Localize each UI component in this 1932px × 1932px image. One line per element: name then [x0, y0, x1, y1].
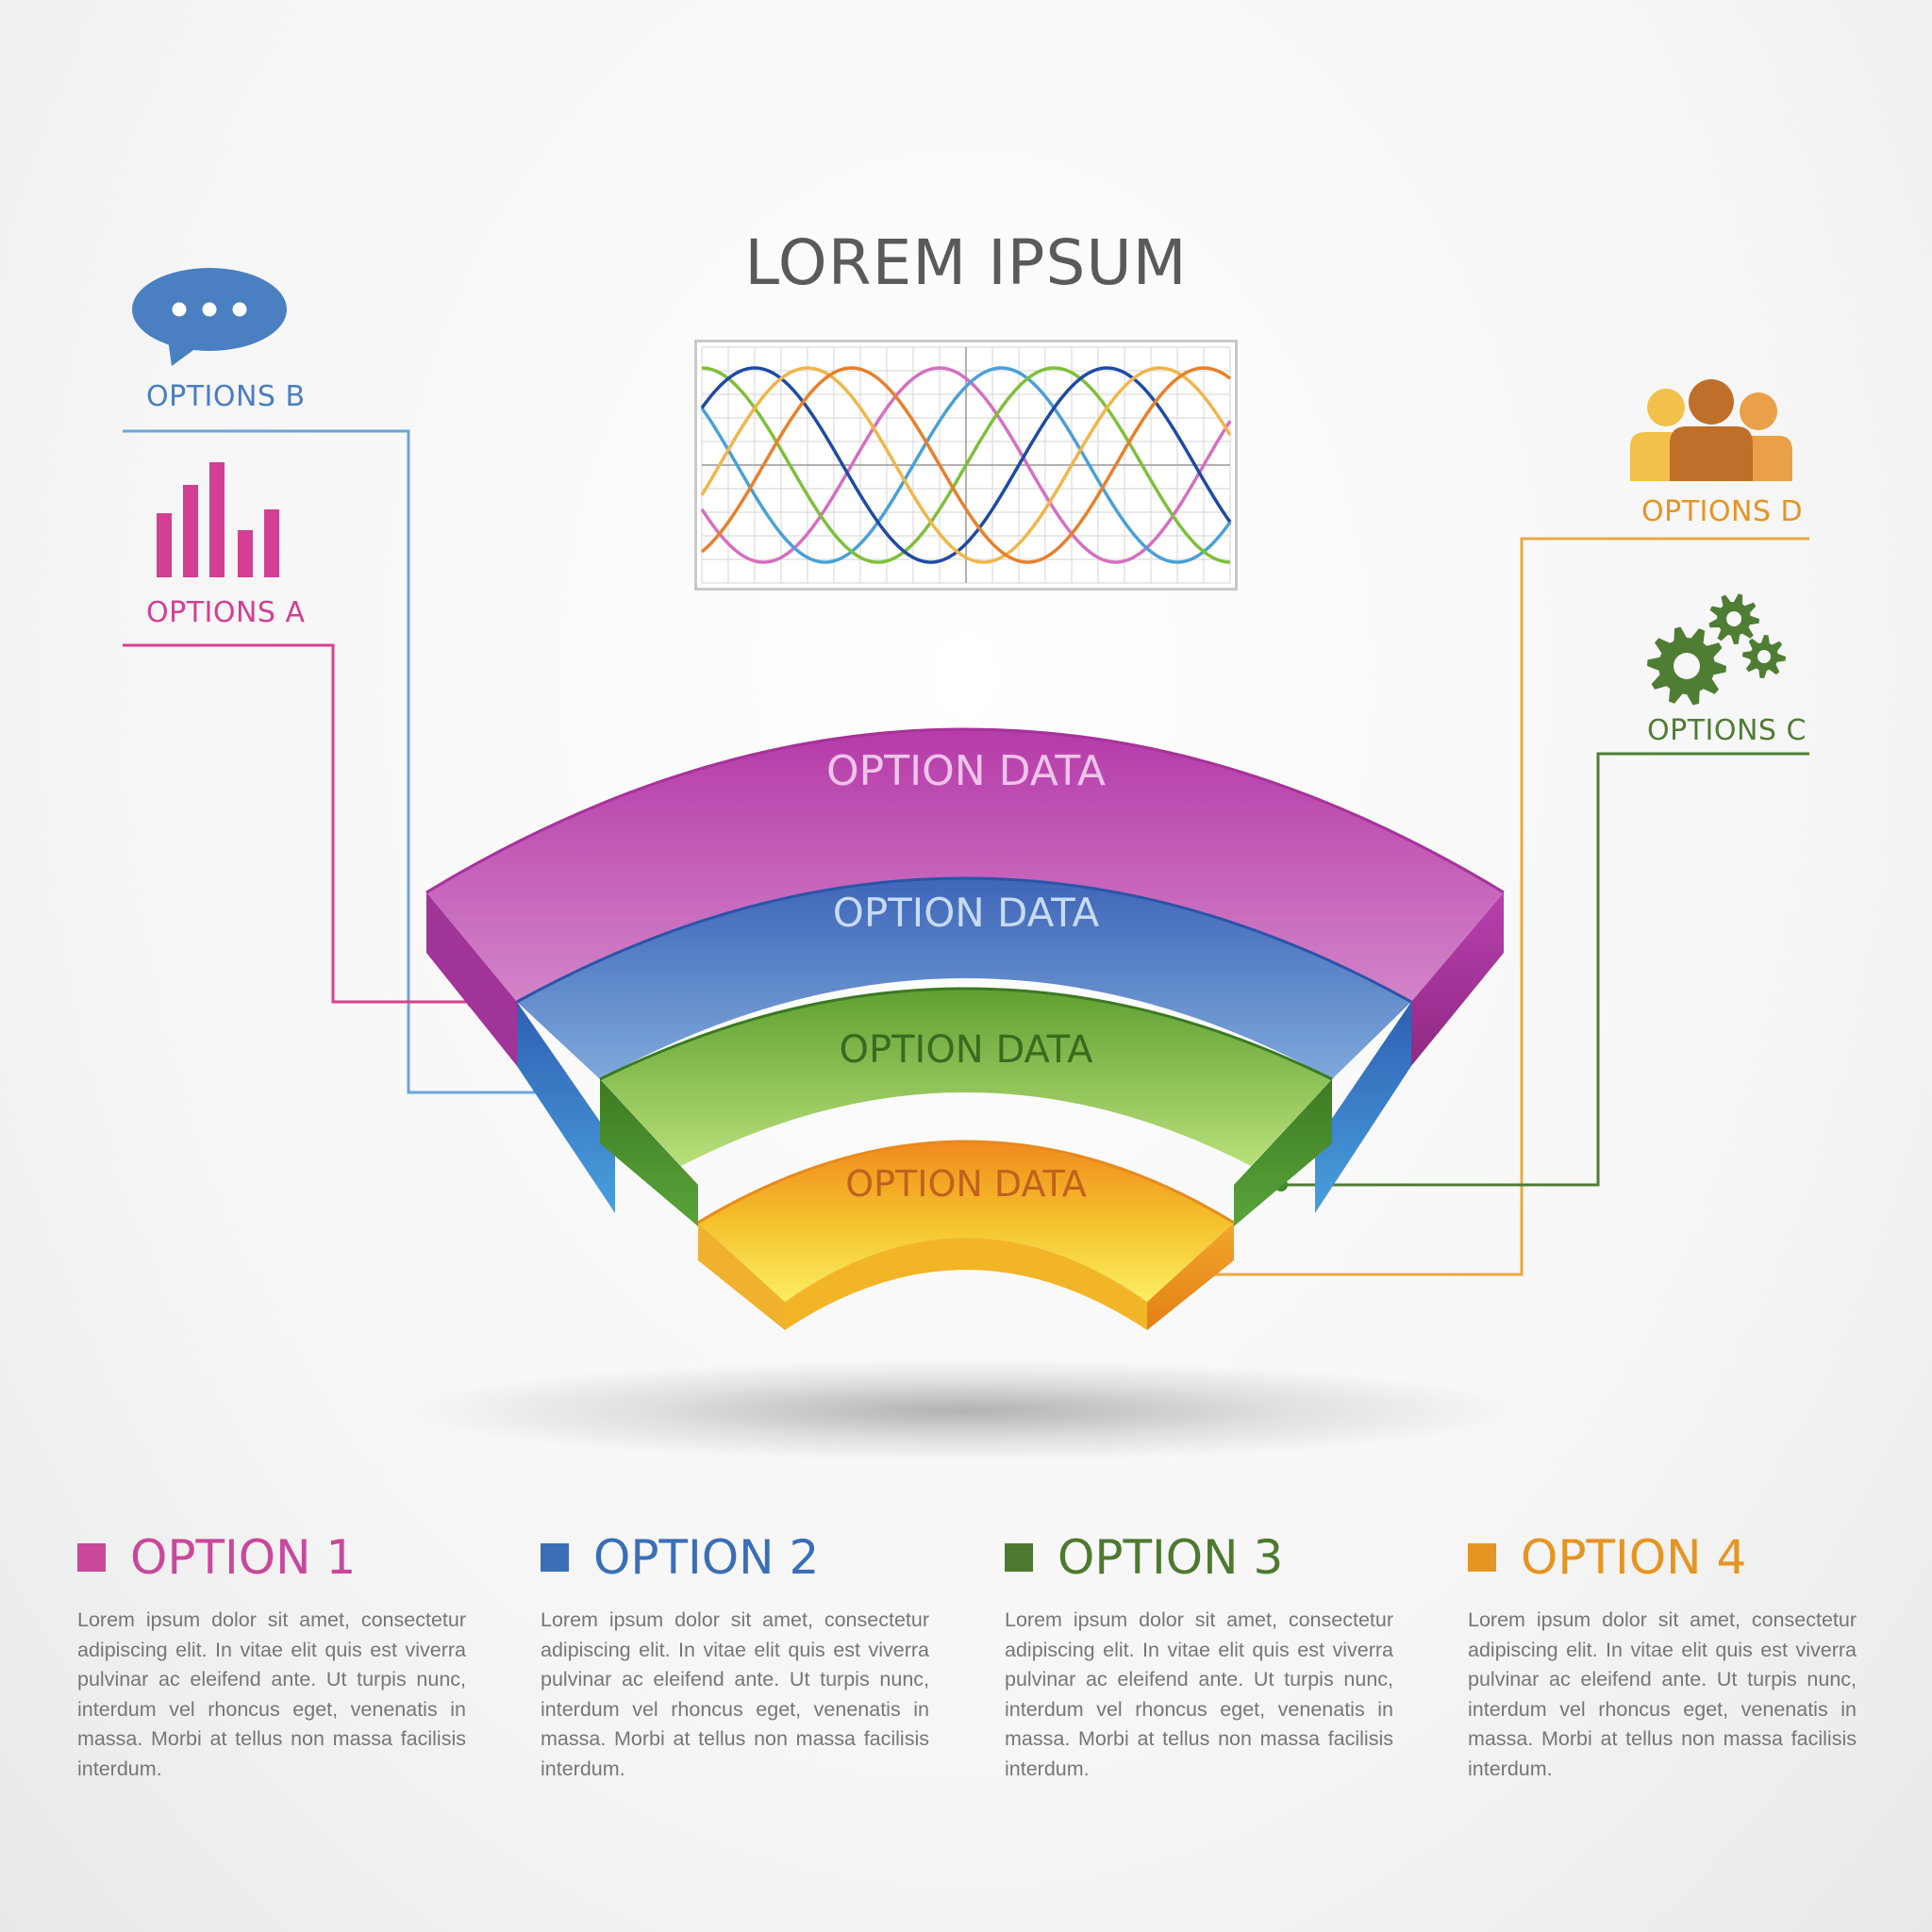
option-4: OPTION 4 Lorem ipsum dolor sit amet, con… [1468, 1530, 1857, 1784]
option-4-title: OPTION 4 [1521, 1530, 1747, 1585]
chart-wave-1 [700, 366, 1232, 564]
option-4-text: Lorem ipsum dolor sit amet, consectetur … [1468, 1608, 1857, 1780]
connector-options-a [123, 643, 474, 1004]
connector-options-d [1191, 537, 1809, 1276]
option-1-swatch [77, 1543, 106, 1572]
people-icon [1630, 379, 1792, 481]
arc-band-blue-top [517, 878, 1411, 1079]
chart-wave-2 [700, 366, 1232, 564]
option-2-title: OPTION 2 [593, 1530, 820, 1585]
options-c-label: OPTIONS C [1647, 714, 1807, 747]
bar-chart-icon [157, 462, 279, 577]
arc-band-pink-top [426, 729, 1504, 1002]
arc-label-green: OPTION DATA [839, 1028, 1093, 1072]
arc-label-pink: OPTION DATA [826, 747, 1106, 795]
arc-band-green [599, 987, 1333, 1226]
option-3-text: Lorem ipsum dolor sit amet, consectetur … [1005, 1608, 1393, 1780]
option-1: OPTION 1 Lorem ipsum dolor sit amet, con… [77, 1530, 466, 1784]
arc-band-blue [516, 876, 1412, 1213]
chart-wave-4 [700, 366, 1232, 564]
arc-band-orange-top [698, 1141, 1234, 1302]
sine-wave-chart [694, 340, 1238, 591]
connector-options-c [1281, 752, 1809, 1187]
connector-options-b [123, 429, 558, 1094]
chart-wave-5 [700, 366, 1232, 564]
arc-shadow [406, 1358, 1519, 1462]
chart-wave-3 [701, 366, 1231, 564]
arc-label-blue: OPTION DATA [833, 890, 1100, 936]
chart-wave-6 [700, 366, 1232, 564]
arc-band-green-top [600, 989, 1332, 1166]
option-2-text: Lorem ipsum dolor sit amet, consectetur … [541, 1608, 929, 1780]
option-3: OPTION 3 Lorem ipsum dolor sit amet, con… [1005, 1530, 1393, 1784]
page-title: LOREM IPSUM [744, 226, 1188, 299]
arc-label-orange: OPTION DATA [845, 1163, 1087, 1205]
option-4-swatch [1468, 1543, 1496, 1572]
options-d-label: OPTIONS D [1641, 495, 1804, 528]
option-1-title: OPTION 1 [130, 1530, 357, 1585]
option-2: OPTION 2 Lorem ipsum dolor sit amet, con… [541, 1530, 929, 1784]
arc-band-orange [697, 1140, 1235, 1330]
option-3-title: OPTION 3 [1058, 1530, 1284, 1585]
speech-bubble-icon [132, 268, 287, 366]
option-3-swatch [1005, 1543, 1033, 1572]
options-a-label: OPTIONS A [146, 596, 306, 629]
options-b-label: OPTIONS B [146, 380, 306, 413]
option-1-text: Lorem ipsum dolor sit amet, consectetur … [77, 1608, 466, 1780]
option-2-swatch [541, 1543, 569, 1572]
gears-icon [1647, 593, 1786, 706]
chart-waves [700, 366, 1232, 564]
